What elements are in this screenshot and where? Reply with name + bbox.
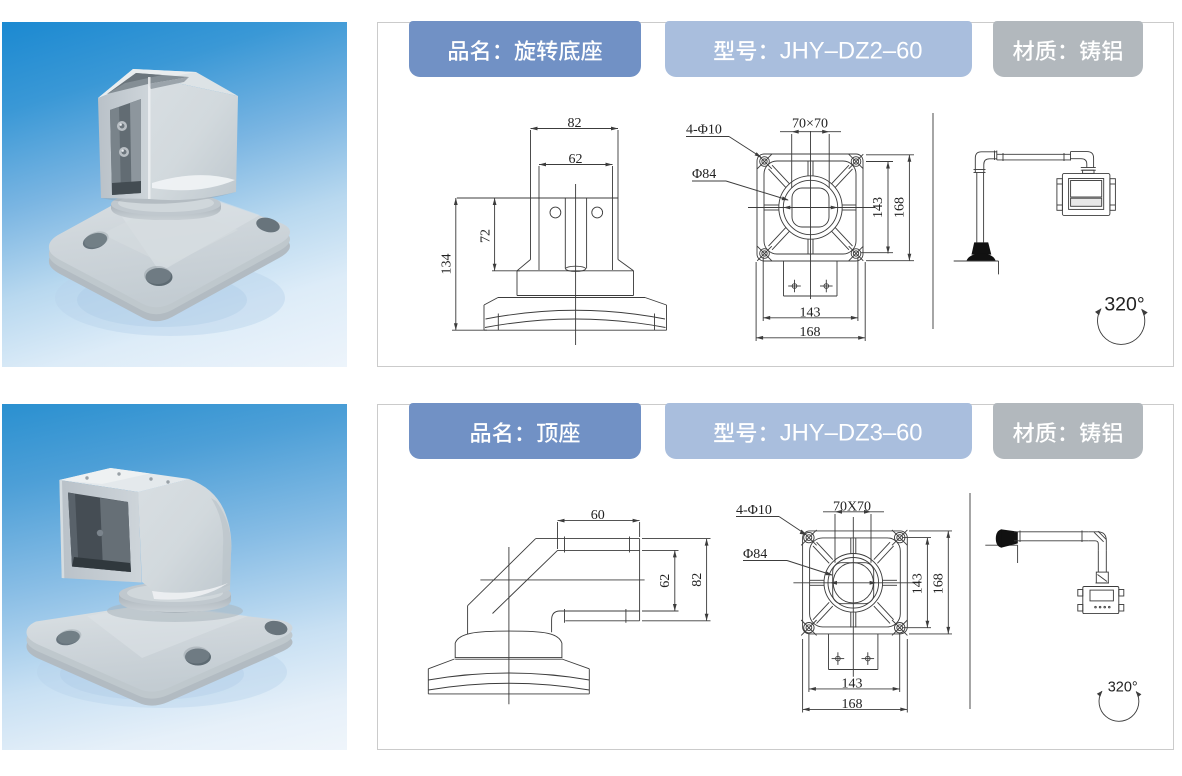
svg-text:168: 168 [842,697,863,712]
svg-text:168: 168 [800,325,821,340]
svg-text:60: 60 [591,508,605,523]
svg-text:62: 62 [569,152,583,167]
svg-text:168: 168 [931,573,946,594]
svg-text:168: 168 [892,197,907,218]
svg-text:62: 62 [658,574,673,588]
svg-text:320°: 320° [1104,294,1144,316]
svg-text:82: 82 [690,573,705,587]
svg-text:143: 143 [800,305,821,320]
svg-text:70X70: 70X70 [833,499,871,514]
svg-text:72: 72 [479,229,494,243]
svg-text:134: 134 [439,254,454,275]
svg-text:70×70: 70×70 [792,117,828,132]
svg-text:Φ84: Φ84 [692,167,716,182]
svg-text:4-Φ10: 4-Φ10 [736,503,772,518]
svg-text:320°: 320° [1108,679,1138,695]
svg-text:82: 82 [568,116,582,131]
svg-text:Φ84: Φ84 [743,547,767,562]
svg-text:143: 143 [910,573,925,594]
svg-text:JHY–DZ2–60: JHY–DZ2–60 [780,38,923,65]
svg-text:143: 143 [871,197,886,218]
svg-text:JHY–DZ3–60: JHY–DZ3–60 [780,420,923,447]
svg-text:143: 143 [842,676,863,691]
svg-text:4-Φ10: 4-Φ10 [686,123,722,138]
